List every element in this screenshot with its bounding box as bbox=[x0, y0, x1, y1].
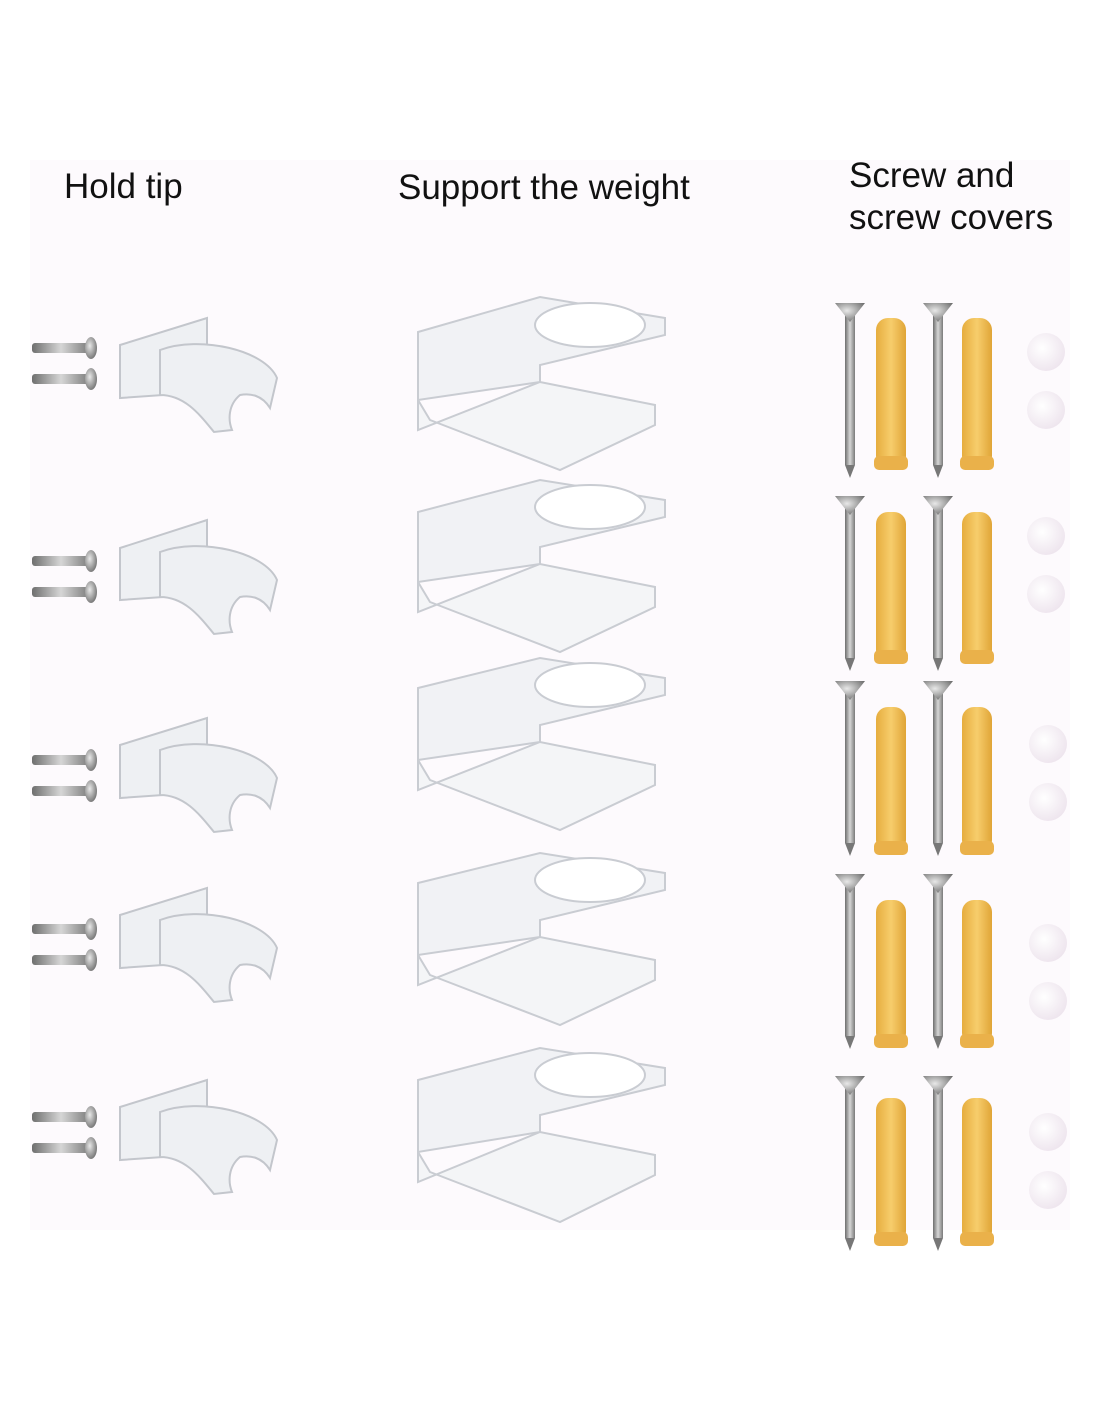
screw-cover bbox=[1027, 517, 1065, 555]
wall-anchor bbox=[874, 1098, 908, 1246]
small-screw bbox=[32, 949, 97, 971]
small-screw bbox=[32, 918, 97, 940]
wall-anchor bbox=[960, 1098, 994, 1246]
wall-screw bbox=[835, 874, 865, 1049]
wall-anchor bbox=[874, 512, 908, 664]
tip-holder-clip bbox=[119, 886, 279, 1004]
screw-cover bbox=[1027, 333, 1065, 371]
tip-holder-clip bbox=[119, 716, 279, 834]
weight-support bbox=[417, 478, 666, 654]
wall-screw bbox=[923, 874, 953, 1049]
small-screw bbox=[32, 550, 97, 572]
small-screw bbox=[32, 368, 97, 390]
weight-support bbox=[417, 295, 666, 472]
weight-support bbox=[417, 851, 666, 1027]
wall-screw bbox=[923, 1076, 953, 1251]
small-screw bbox=[32, 337, 97, 359]
row-4 bbox=[32, 851, 1067, 1049]
tip-holder-clip bbox=[119, 518, 279, 636]
screw-cover bbox=[1029, 924, 1067, 962]
wall-anchor bbox=[960, 707, 994, 855]
small-screw bbox=[32, 749, 97, 771]
screw-cover bbox=[1029, 1171, 1067, 1209]
wall-anchor bbox=[960, 318, 994, 470]
wall-screw bbox=[835, 496, 865, 671]
small-screw bbox=[32, 1106, 97, 1128]
wall-screw bbox=[835, 1076, 865, 1251]
wall-screw bbox=[835, 681, 865, 856]
screw-cover bbox=[1029, 725, 1067, 763]
tip-holder-clip bbox=[119, 316, 279, 434]
screw-cover bbox=[1027, 391, 1065, 429]
wall-anchor bbox=[874, 707, 908, 855]
row-2 bbox=[32, 478, 1065, 671]
small-screw bbox=[32, 780, 97, 802]
screw-cover bbox=[1027, 575, 1065, 613]
small-screw bbox=[32, 1137, 97, 1159]
screw-cover bbox=[1029, 783, 1067, 821]
wall-anchor bbox=[960, 512, 994, 664]
wall-anchor bbox=[960, 900, 994, 1048]
tip-holder-clip bbox=[119, 1078, 279, 1196]
wall-screw bbox=[923, 303, 953, 478]
screw-covers-heading: Screw and screw covers bbox=[849, 156, 1054, 237]
wall-screw bbox=[835, 303, 865, 478]
row-3 bbox=[32, 656, 1067, 856]
wall-anchor bbox=[874, 318, 908, 470]
weight-support bbox=[417, 1046, 666, 1224]
screw-cover bbox=[1029, 982, 1067, 1020]
support-weight-heading: Support the weight bbox=[398, 168, 690, 207]
row-5 bbox=[32, 1046, 1067, 1251]
hold-tip-heading: Hold tip bbox=[64, 167, 183, 206]
wall-anchor bbox=[874, 900, 908, 1048]
wall-screw bbox=[923, 496, 953, 671]
wall-screw bbox=[923, 681, 953, 856]
small-screw bbox=[32, 581, 97, 603]
weight-support bbox=[417, 656, 666, 832]
row-1 bbox=[32, 295, 1065, 478]
screw-cover bbox=[1029, 1113, 1067, 1151]
